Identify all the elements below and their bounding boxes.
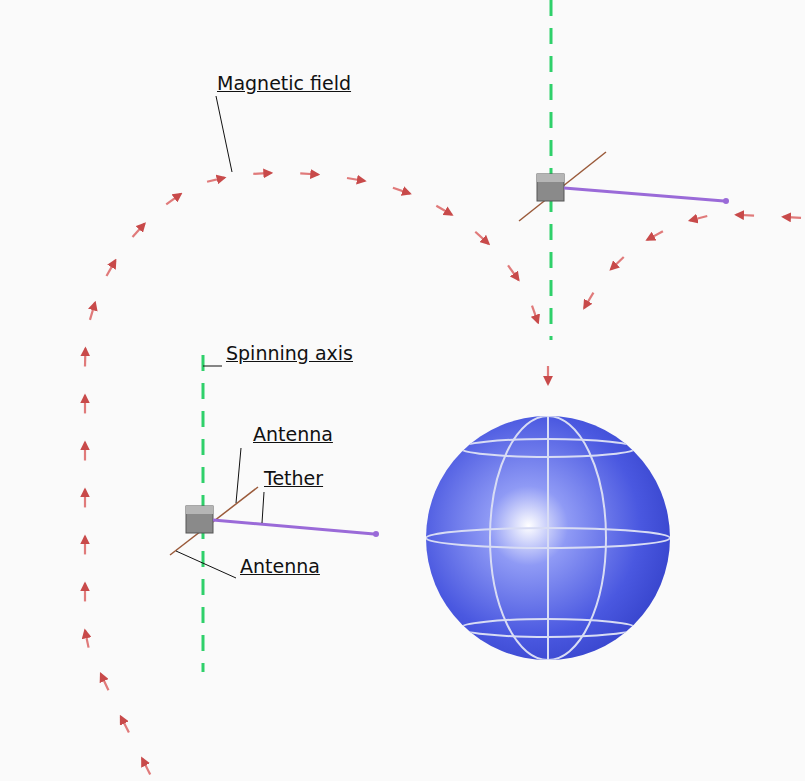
field-arrow — [84, 489, 86, 507]
field-arrow — [133, 224, 145, 237]
field-arrow — [584, 293, 593, 308]
field-arrow — [101, 674, 109, 690]
field-arrow — [253, 172, 271, 175]
field-arrow — [347, 178, 365, 181]
field-arrow — [207, 178, 225, 182]
field-arrow — [84, 583, 86, 601]
spin-axis — [550, 0, 553, 340]
field-arrow — [90, 303, 95, 320]
satellite — [170, 487, 379, 555]
field-arrow — [690, 216, 707, 220]
field-arrow — [84, 442, 86, 460]
magnetic-field-lines — [85, 173, 801, 775]
field-arrow — [547, 366, 549, 384]
field-arrow — [85, 630, 89, 647]
earth-globe — [426, 416, 670, 660]
field-arrow — [736, 214, 754, 217]
field-arrow — [436, 206, 452, 215]
part-label: Magnetic field — [217, 73, 351, 94]
field-arrow — [121, 716, 129, 732]
field-arrow — [84, 395, 86, 413]
field-arrow — [166, 194, 181, 205]
field-arrow — [532, 306, 538, 323]
field-arrow — [393, 188, 410, 194]
field-arrow — [300, 173, 318, 174]
part-label: Tether — [264, 468, 323, 489]
part-label: Antenna — [240, 556, 320, 577]
field-arrow — [142, 758, 150, 774]
field-arrow — [84, 536, 86, 554]
leader-line — [176, 96, 264, 578]
field-arrow — [475, 232, 488, 244]
satellite — [519, 152, 729, 221]
field-arrow — [783, 216, 801, 219]
field-arrow — [611, 257, 624, 270]
part-label: Spinning axis — [226, 343, 353, 364]
part-label: Antenna — [253, 424, 333, 445]
field-arrow — [84, 348, 87, 366]
field-arrow — [106, 260, 115, 276]
field-arrow — [647, 231, 663, 240]
field-arrow — [508, 265, 518, 280]
